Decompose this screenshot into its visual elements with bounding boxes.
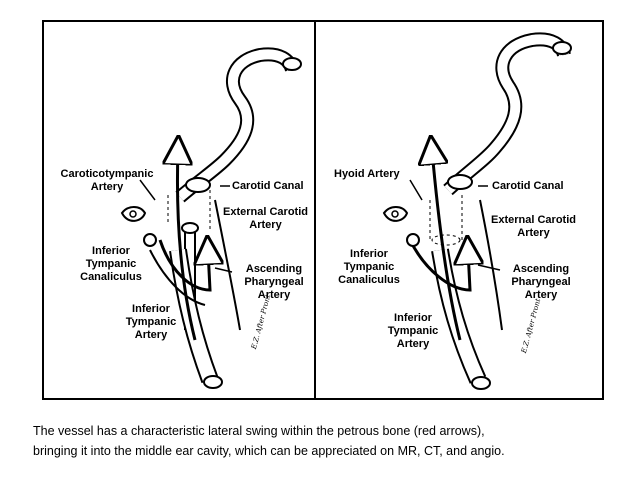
right-label-ascending-pharyngeal: Ascending Pharyngeal Artery <box>511 263 571 301</box>
caption-line-2: bringing it into the middle ear cavity, … <box>33 444 505 458</box>
right-label-inferior-tympanic-artery: Inferior Tympanic Artery <box>387 312 439 350</box>
left-label-inferior-tympanic-artery: Inferior Tympanic Artery <box>125 303 177 341</box>
left-vessel-opening <box>282 57 302 71</box>
figure-caption: The vessel has a characteristic lateral … <box>33 421 613 461</box>
right-flow-arrow <box>432 150 462 341</box>
right-label-inferior-tympanic-canaliculus: Inferior Tympanic Canaliculus <box>338 248 400 286</box>
left-label-caroticotympanic: Caroticotympanic Artery <box>60 168 154 193</box>
caption-line-1: The vessel has a characteristic lateral … <box>33 424 485 438</box>
left-illustration <box>120 47 302 389</box>
left-stapes <box>120 206 147 222</box>
right-vessel-bottom-opening <box>471 376 491 390</box>
right-carotid-canal-ring <box>447 174 473 190</box>
right-illustration <box>382 32 572 390</box>
panel-divider <box>314 20 316 400</box>
right-label-carotid-canal: Carotid Canal <box>492 180 564 192</box>
left-carotid-canal-ring <box>185 177 211 193</box>
left-label-external-carotid: External Carotid Artery <box>223 206 308 231</box>
left-label-ascending-pharyngeal: Ascending Pharyngeal Artery <box>244 263 304 301</box>
left-label-inferior-tympanic-canaliculus: Inferior Tympanic Canaliculus <box>80 245 142 283</box>
left-label-carotid-canal: Carotid Canal <box>232 180 304 192</box>
right-vessel-opening <box>552 41 572 55</box>
right-label-external-carotid: External Carotid Artery <box>491 214 576 239</box>
left-flow-arrow <box>177 150 197 341</box>
left-vessel-bottom-opening <box>203 375 223 389</box>
right-stapes <box>382 206 409 222</box>
right-label-hyoid: Hyoid Artery <box>334 168 400 180</box>
